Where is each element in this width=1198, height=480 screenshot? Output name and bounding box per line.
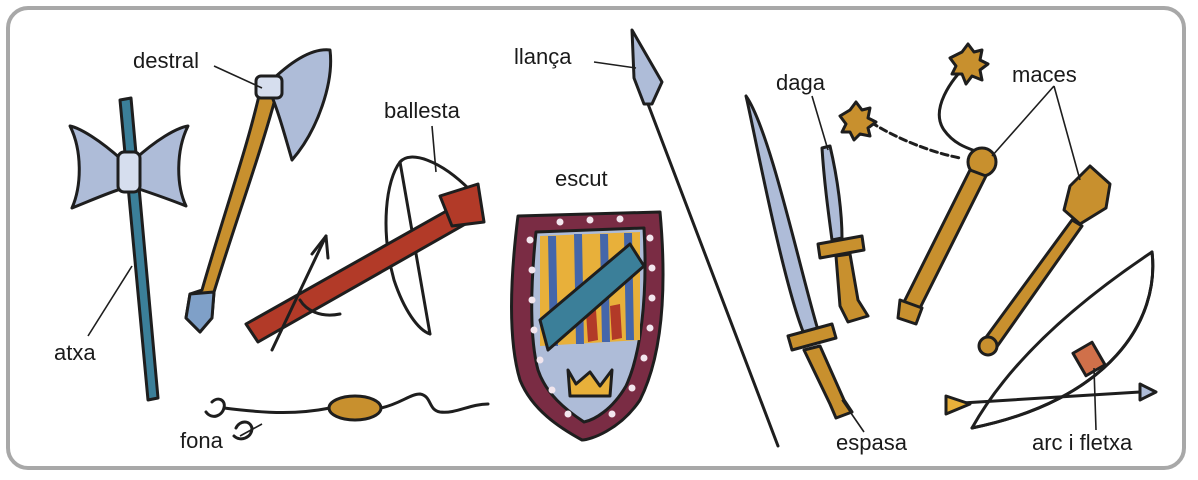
escut-shield-drawing: [510, 210, 665, 442]
atxa-axe-drawing: [68, 96, 190, 402]
arc-i-fletxa-drawing: [944, 250, 1158, 430]
label-leader-lines: [87, 61, 1097, 437]
label-maces: maces: [1012, 62, 1077, 87]
ballesta-crossbow-drawing: [244, 155, 486, 352]
label-atxa: atxa: [54, 340, 96, 365]
llanca-spear-drawing: [630, 28, 780, 448]
maces-drawing: [838, 42, 1112, 357]
fona-sling-drawing: [204, 392, 490, 441]
label-escut: escut: [555, 166, 608, 191]
label-espasa: espasa: [836, 430, 907, 455]
label-llanca: llança: [514, 44, 572, 69]
label-ballesta: ballesta: [384, 98, 460, 123]
destral-hatchet-drawing: [184, 48, 333, 334]
label-daga: daga: [776, 70, 825, 95]
label-fona: fona: [180, 428, 223, 453]
espasa-sword-drawing: [744, 94, 854, 420]
daga-dagger-drawing: [816, 144, 870, 324]
label-destral: destral: [133, 48, 200, 73]
label-arc-i-fletxa: arc i fletxa: [1032, 430, 1133, 455]
